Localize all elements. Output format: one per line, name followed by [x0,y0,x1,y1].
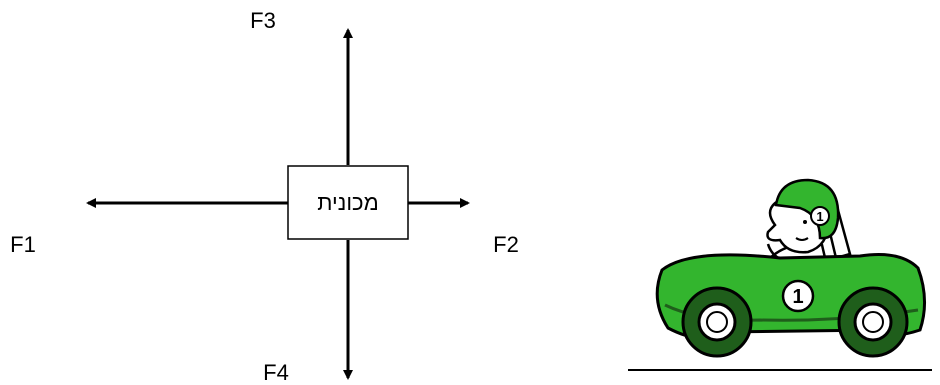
race-car-illustration: 1 1 [628,178,932,371]
helmet-badge [810,206,830,226]
rear-wheel [681,286,753,358]
force-arrows [86,28,470,380]
driver-mouth [795,237,809,241]
force-label-f1: F1 [10,232,36,257]
force-label-f4: F4 [263,360,289,385]
car-number-badge [781,279,815,313]
force-label-f3: F3 [250,8,276,33]
helmet-number: 1 [816,209,823,224]
front-wheel [837,286,909,358]
force-label-f2: F2 [493,232,519,257]
car-box-label: מכונית [317,190,378,215]
car-number: 1 [792,286,803,308]
car-box [287,165,409,240]
driver-eye [803,220,807,224]
